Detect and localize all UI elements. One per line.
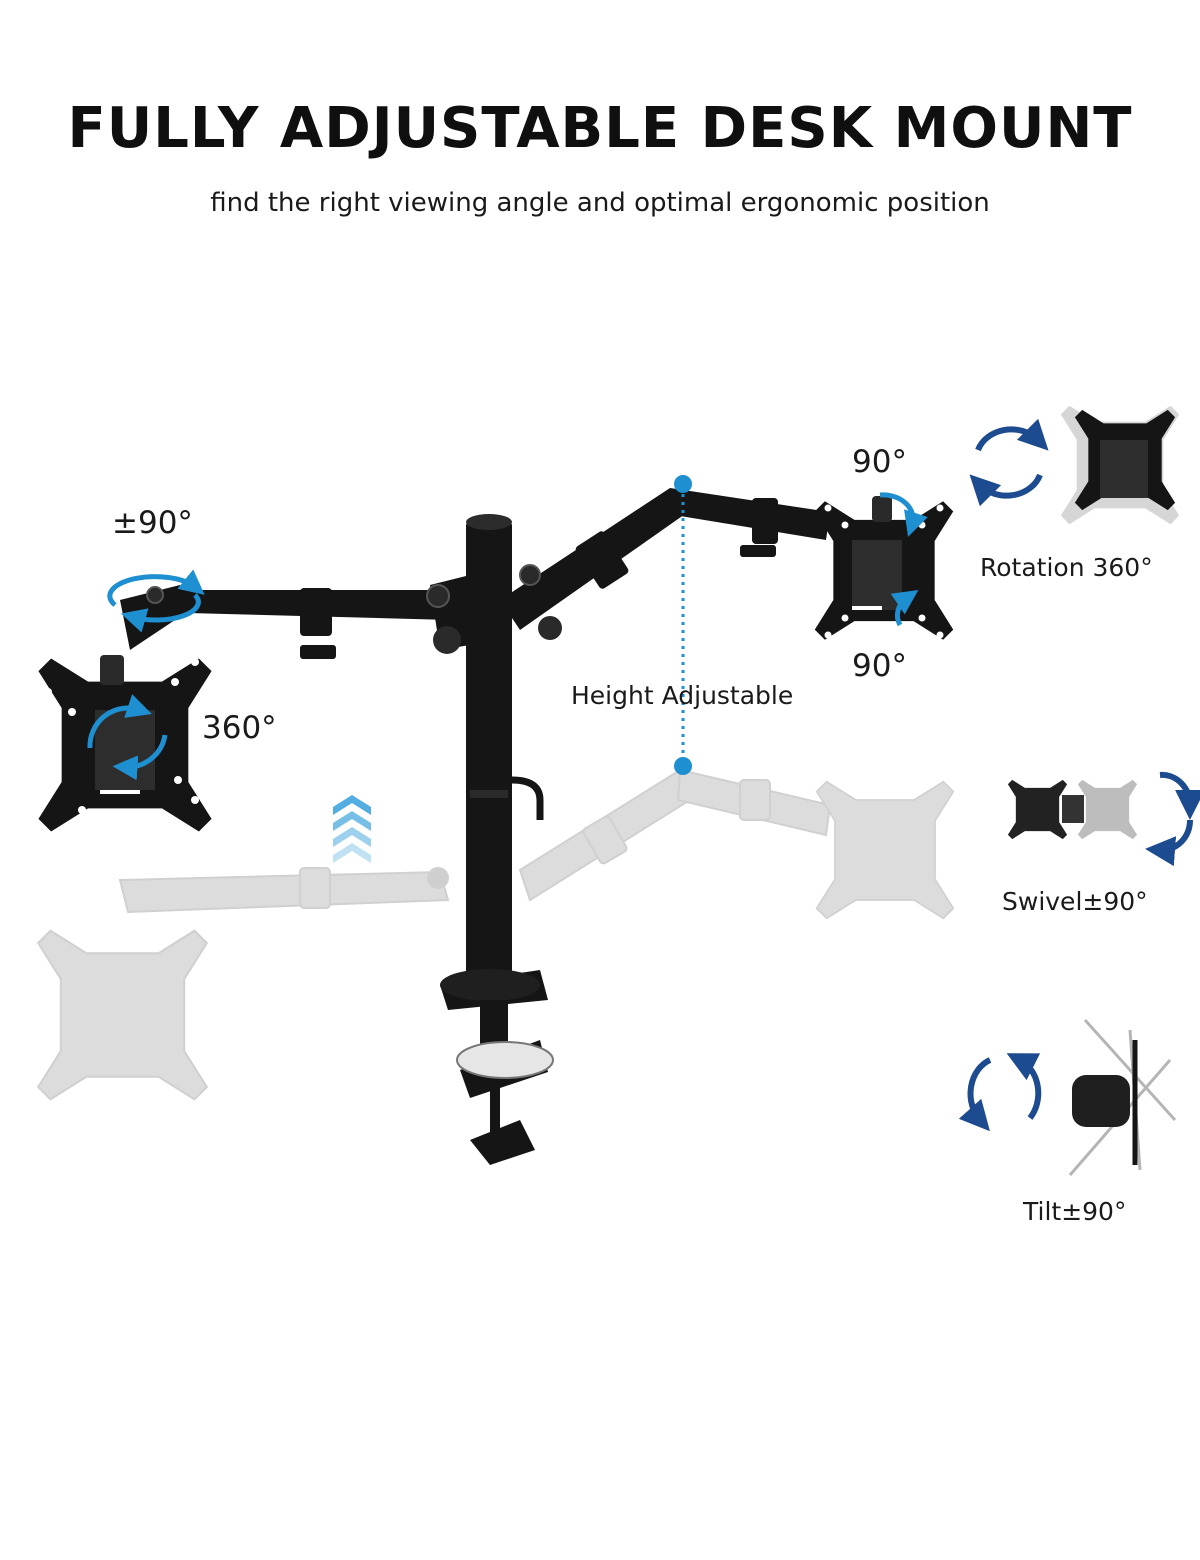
left-rotation-label: 360° <box>202 710 277 746</box>
tilt-feature-icon <box>958 1018 1177 1176</box>
rotation-caption: Rotation 360° <box>980 553 1153 582</box>
page-subtitle: find the right viewing angle and optimal… <box>210 188 990 218</box>
height-indicator <box>674 475 692 775</box>
right-top-arrow-icon <box>879 492 928 537</box>
page-title: FULLY ADJUSTABLE DESK MOUNT <box>67 96 1133 161</box>
left-plate-holes <box>44 658 199 834</box>
right-plate-holes <box>824 504 944 639</box>
left-rotation-arrow-icon <box>87 694 168 781</box>
right-arm <box>500 488 954 640</box>
right-bottom-arrow-icon <box>890 589 919 627</box>
right-bottom-angle-label: 90° <box>852 648 907 684</box>
left-arm <box>38 570 500 832</box>
ghost-lower-arm <box>37 768 955 1101</box>
height-up-chevrons-icon <box>333 795 371 863</box>
left-swivel-label: ±90° <box>112 505 193 541</box>
height-adjustable-label: Height Adjustable <box>571 681 794 710</box>
swivel-caption: Swivel±90° <box>1002 887 1148 916</box>
swivel-feature-icon <box>1007 771 1200 867</box>
rotation-feature-icon <box>969 405 1180 525</box>
left-swivel-arrow-icon <box>107 569 205 633</box>
tilt-caption: Tilt±90° <box>1023 1197 1127 1226</box>
right-top-angle-label: 90° <box>852 444 907 480</box>
